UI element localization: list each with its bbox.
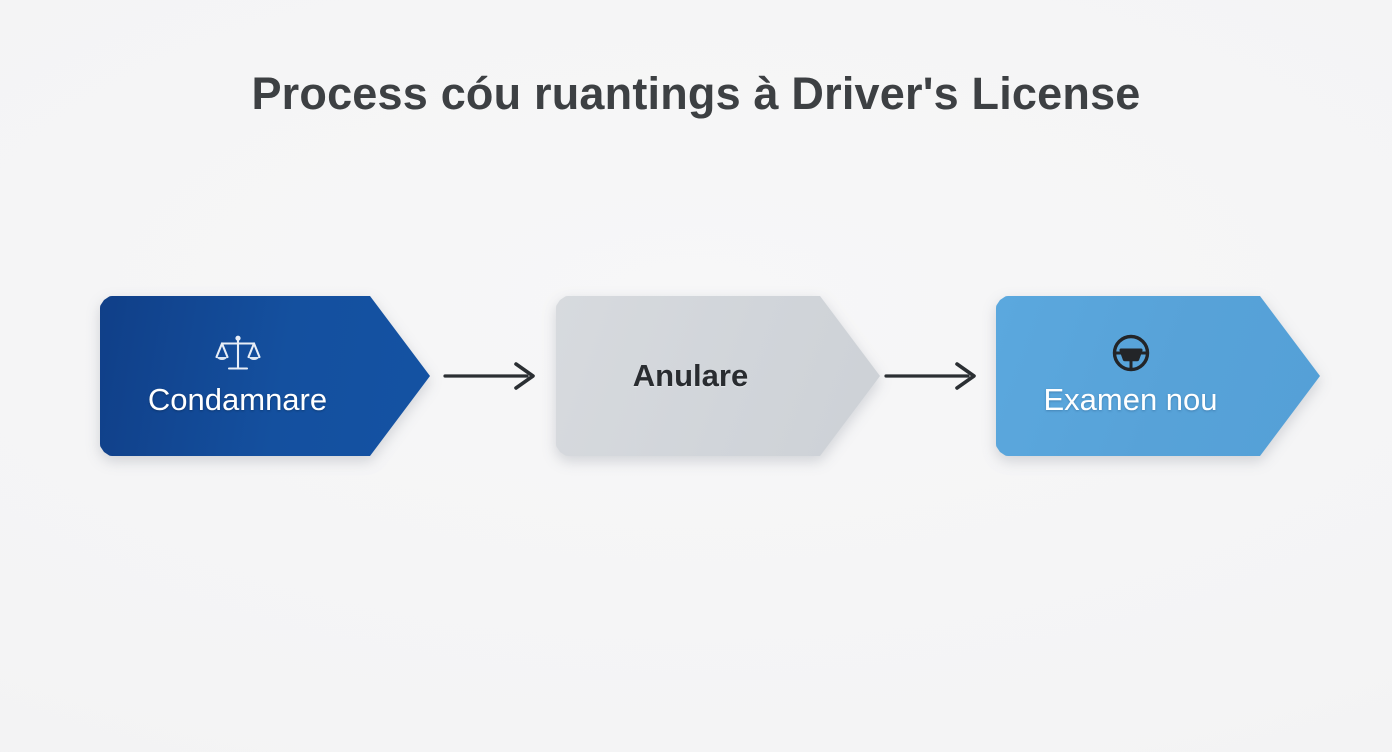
flow-step-shape [556,296,880,456]
process-flow-diagram: Condamnare Anulare [0,296,1392,466]
arrow-right-icon-2 [884,358,982,394]
page-title: Process cóu ruantings à Driver's License [251,68,1141,119]
arrow-right-icon-1 [443,358,541,394]
flow-step-anulare[interactable]: Anulare [556,296,880,456]
flow-step-shape [100,296,430,456]
flow-step-examen-nou[interactable]: Examen nou [996,296,1320,456]
flow-step-condamnare[interactable]: Condamnare [100,296,430,456]
flow-step-shape [996,296,1320,456]
